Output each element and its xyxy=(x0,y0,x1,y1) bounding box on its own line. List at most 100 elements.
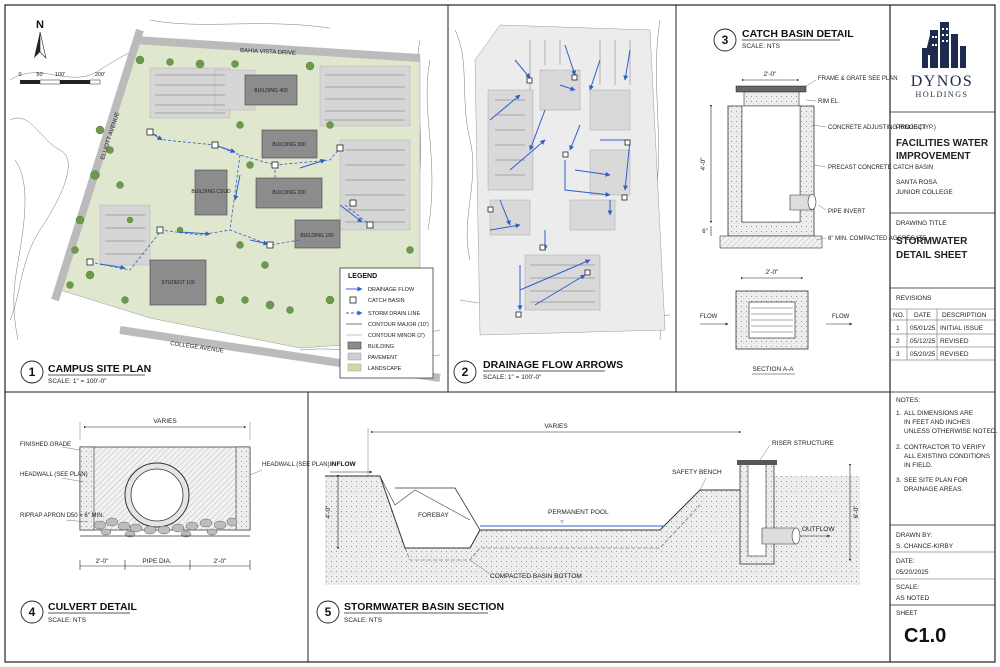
svg-text:3.: 3. xyxy=(896,477,902,484)
rev-1-date: 05/01/25 xyxy=(910,325,936,332)
culvert-dim-left: 2'-0" xyxy=(96,558,110,565)
rev-3-date: 05/20/25 xyxy=(910,351,936,358)
legend-contour-major: CONTOUR MAJOR (10') xyxy=(368,322,429,328)
panel-2-scale: SCALE: 1" = 100'-0" xyxy=(483,374,542,381)
revisions-label: REVISIONS xyxy=(896,295,932,302)
rev-header-desc: DESCRIPTION xyxy=(942,312,987,319)
basin-permanent-pool-label: PERMANENT POOL xyxy=(548,509,609,516)
basin-varies: VARIES xyxy=(544,423,568,430)
culvert-varies: VARIES xyxy=(153,418,177,425)
cb-width-dim: 2'-0" xyxy=(764,71,778,78)
notes-list: 1. ALL DIMENSIONS ARE IN FEET AND INCHES… xyxy=(896,410,998,493)
panel-5-scale: SCALE: NTS xyxy=(344,617,383,624)
svg-text:IN FEET AND INCHES: IN FEET AND INCHES xyxy=(904,419,971,426)
project-name-line2: IMPROVEMENT xyxy=(896,151,970,162)
scale-bar: 0 50' 100' 200' xyxy=(18,72,105,85)
notes-label: NOTES: xyxy=(896,397,920,404)
revisions-table: NO. DATE DESCRIPTION 1 05/01/25 INITIAL … xyxy=(890,308,995,361)
company-logo xyxy=(922,22,966,68)
catch-basin-detail: 3 CATCH BASIN DETAIL SCALE: NTS 2'-0" 4'… xyxy=(700,28,936,375)
svg-text:SEE SITE PLAN FOR: SEE SITE PLAN FOR xyxy=(904,477,968,484)
svg-text:200': 200' xyxy=(95,72,105,78)
cb-label-precast: PRECAST CONCRETE CATCH BASIN xyxy=(828,165,933,171)
cb-label-pipe-invert: PIPE INVERT xyxy=(828,209,866,215)
panel-3-scale: SCALE: NTS xyxy=(742,43,781,50)
svg-text:CONTRACTOR TO VERIFY: CONTRACTOR TO VERIFY xyxy=(904,444,986,451)
client-line1: SANTA ROSA xyxy=(896,179,938,186)
panel-1-title: CAMPUS SITE PLAN xyxy=(48,363,151,375)
drawing-title-line2: DETAIL SHEET xyxy=(896,250,967,261)
panel-1-number: 1 xyxy=(29,365,36,379)
drawing-title-label: DRAWING TITLE xyxy=(896,220,947,227)
svg-text:1.: 1. xyxy=(896,410,902,417)
basin-forebay-label: FOREBAY xyxy=(418,512,449,519)
legend-building: BUILDING xyxy=(368,344,394,350)
student-100-label: STUDENT 100 xyxy=(161,280,194,286)
rev-2-desc: REVISED xyxy=(940,338,969,345)
sheet-number: C1.0 xyxy=(904,625,946,647)
water-level-icon: ▿ xyxy=(560,519,564,526)
basin-left-dim: 4'-0" xyxy=(325,505,332,519)
cb-label-adjusting-rings: CONCRETE ADJUSTING RINGS (TYP.) xyxy=(828,125,936,131)
title-block: DYNOS HOLDINGS PROJECT FACILITIES WATER … xyxy=(890,22,998,647)
site-plan-legend: LEGEND DRAINAGE FLOW CATCH BASIN STORM D… xyxy=(339,267,434,379)
building-100-label: BUILDING 100 xyxy=(300,233,334,239)
cb-section-label: SECTION A-A xyxy=(752,366,794,373)
legend-catch-basin: CATCH BASIN xyxy=(368,298,405,304)
svg-text:100': 100' xyxy=(55,72,65,78)
panel-2-title: DRAINAGE FLOW ARROWS xyxy=(483,359,623,371)
drawing-title-line1: STORMWATER xyxy=(896,236,968,247)
cb-base-dim: 6" xyxy=(702,229,707,235)
panel-5-title: STORMWATER BASIN SECTION xyxy=(344,601,504,613)
svg-text:UNLESS OTHERWISE NOTED.: UNLESS OTHERWISE NOTED. xyxy=(904,428,998,435)
basin-riser-label: RISER STRUCTURE xyxy=(772,440,834,447)
svg-text:DRAINAGE AREAS.: DRAINAGE AREAS. xyxy=(904,486,963,493)
svg-text:2.: 2. xyxy=(896,444,902,451)
riprap-stones xyxy=(93,517,238,538)
client-line2: JUNIOR COLLEGE xyxy=(896,189,953,196)
legend-contour-minor: CONTOUR MINOR (2') xyxy=(368,333,425,339)
panel-4-scale: SCALE: NTS xyxy=(48,617,87,624)
culvert-dim-right: 2'-0" xyxy=(214,558,228,565)
basin-outflow-label: OUTFLOW xyxy=(802,526,835,533)
svg-text:ALL DIMENSIONS ARE: ALL DIMENSIONS ARE xyxy=(904,410,974,417)
scale-value: AS NOTED xyxy=(896,595,930,602)
panel-1-scale: SCALE: 1" = 100'-0" xyxy=(48,378,107,385)
legend-drainage-flow: DRAINAGE FLOW xyxy=(368,287,415,293)
rev-3-desc: REVISED xyxy=(940,351,969,358)
svg-text:ALL EXISTING CONDITIONS: ALL EXISTING CONDITIONS xyxy=(904,453,991,460)
rev-1-no: 1 xyxy=(896,325,900,332)
drawn-by-value: S. CHANCE-KIRBY xyxy=(896,543,954,550)
cb-label-aggregate: 6" MIN. COMPACTED AGGREGATE xyxy=(828,236,926,242)
drawn-by-label: DRAWN BY: xyxy=(896,532,932,539)
basin-safety-bench-label: SAFETY BENCH xyxy=(672,469,722,476)
cb-flow-in: FLOW xyxy=(700,314,718,320)
culvert-headwall-left: HEADWALL (SEE PLAN) xyxy=(20,472,88,478)
rev-3-no: 3 xyxy=(896,351,900,358)
date-value: 05/20/2025 xyxy=(896,569,929,576)
campus-site-plan: BUILDING 400 BUILDING 300 BUILDING CSUD … xyxy=(9,19,441,385)
culvert-dim-pipe: PIPE DIA. xyxy=(142,558,171,565)
building-300-label: BUILDING 300 xyxy=(272,142,306,148)
culvert-finished-grade: FINISHED GRADE xyxy=(20,442,71,448)
drainage-flow-plan: 2 DRAINAGE FLOW ARROWS SCALE: 1" = 100'-… xyxy=(453,19,671,384)
company-name: DYNOS xyxy=(911,73,974,90)
legend-landscape: LANDSCAPE xyxy=(368,366,402,372)
panel-4-title: CULVERT DETAIL xyxy=(48,601,137,613)
north-label: N xyxy=(36,19,44,31)
basin-inflow-label: INFLOW xyxy=(330,461,356,468)
cb-flow-out: FLOW xyxy=(832,314,850,320)
panel-3-title: CATCH BASIN DETAIL xyxy=(742,28,854,40)
culvert-headwall-right: HEADWALL (SEE PLAN) xyxy=(262,462,330,468)
culvert-riprap: RIPRAP APRON D50 = 6" MIN. xyxy=(20,513,105,519)
cb-label-rim: RIM EL. xyxy=(818,99,840,105)
scale-label: SCALE: xyxy=(896,584,919,591)
legend-pavement: PAVEMENT xyxy=(368,355,398,361)
svg-text:LEGEND: LEGEND xyxy=(348,273,377,280)
basin-right-dim: 6'-0" xyxy=(853,505,860,519)
svg-text:50': 50' xyxy=(36,72,43,78)
rev-2-date: 05/12/25 xyxy=(910,338,936,345)
north-arrow-icon xyxy=(34,31,47,59)
stormwater-basin-section: VARIES ▿ INFLOW OUTFLOW 4'-0" 6'-0" xyxy=(316,423,860,624)
